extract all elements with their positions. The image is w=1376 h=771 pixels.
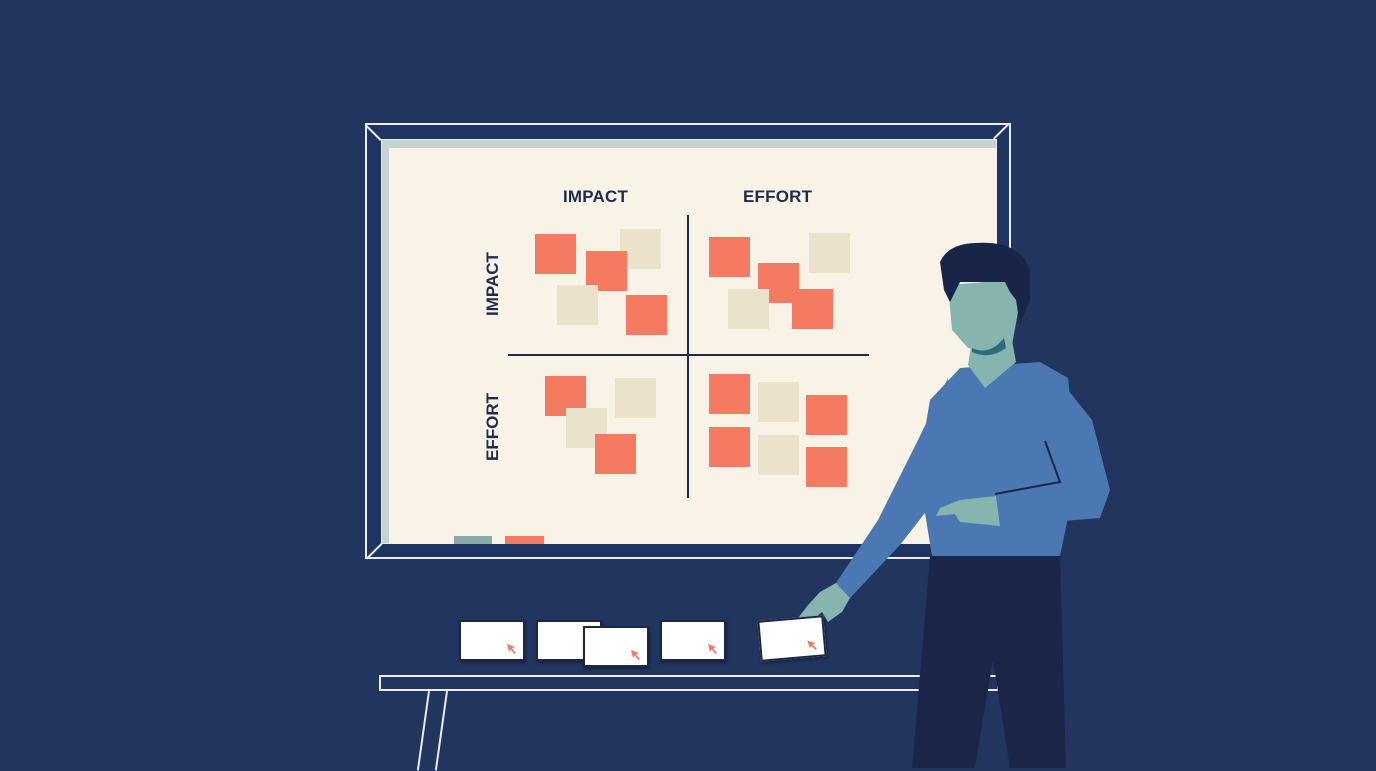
sticky-note-top-right <box>792 289 833 329</box>
sticky-note-bottom-right <box>709 427 750 467</box>
shirt-torso <box>918 362 1078 556</box>
sticky-note-top-right <box>728 289 769 329</box>
sticky-note-bottom-right <box>758 382 799 422</box>
matrix-vertical-axis <box>687 215 689 498</box>
column-header-impact: IMPACT <box>563 187 629 206</box>
tablet-edge <box>994 440 1062 495</box>
sticky-note-top-left <box>626 295 667 335</box>
card <box>459 620 525 661</box>
face <box>948 280 1018 352</box>
cursor-arrow-icon <box>807 640 817 650</box>
sticky-note-top-left <box>586 251 627 291</box>
hand-waist <box>936 496 1000 526</box>
card <box>660 620 726 661</box>
chin-shadow <box>972 338 1006 356</box>
sticky-note-bottom-left <box>595 434 636 474</box>
cursor-arrow-icon <box>631 650 640 660</box>
sticky-note-bottom-right <box>709 374 750 414</box>
card <box>583 626 649 667</box>
tray-marker <box>505 536 544 544</box>
sticky-note-top-right <box>709 237 750 277</box>
hair <box>940 242 1030 325</box>
sticky-note-bottom-right <box>758 435 799 475</box>
sticky-note-top-left <box>535 234 576 274</box>
matrix-horizontal-axis <box>508 354 869 356</box>
extended-arm <box>836 378 948 598</box>
bent-arm <box>996 380 1110 526</box>
card <box>757 615 827 662</box>
column-header-effort: EFFORT <box>743 187 813 206</box>
whiteboard-surface <box>389 148 997 544</box>
hand-holding-card <box>798 583 850 622</box>
sticky-note-bottom-left <box>615 378 656 418</box>
tray-marker <box>454 536 492 544</box>
sticky-note-bottom-right <box>806 395 847 435</box>
pants <box>912 556 1066 768</box>
cursor-arrow-icon <box>708 644 717 654</box>
sticky-note-top-right <box>809 233 850 273</box>
sticky-note-bottom-right <box>806 447 847 487</box>
sticky-note-top-left <box>557 285 598 325</box>
cursor-arrow-icon <box>507 644 516 654</box>
